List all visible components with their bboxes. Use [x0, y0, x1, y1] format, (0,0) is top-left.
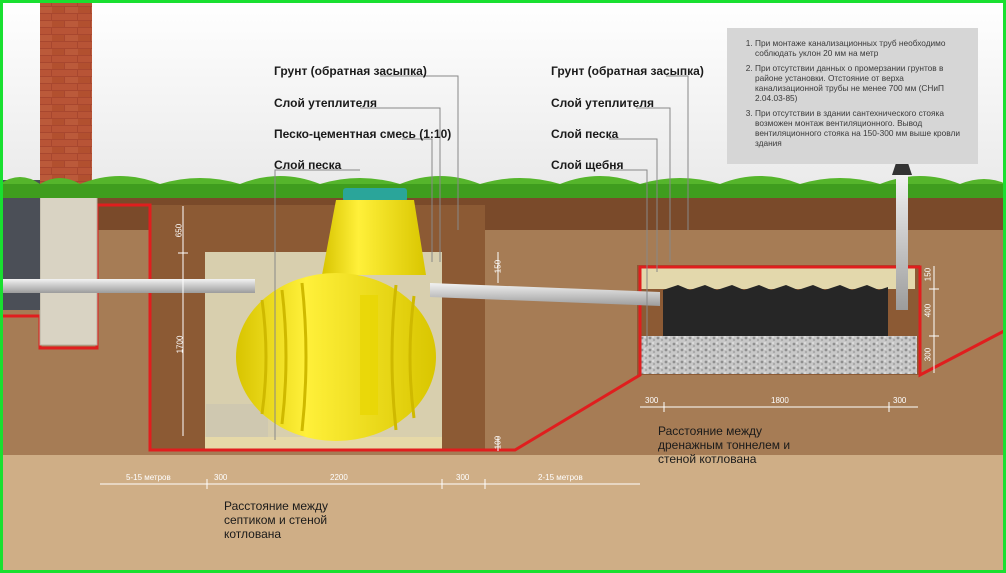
- dim-pipe-depth: 150: [493, 259, 503, 274]
- inlet-pipe: [0, 279, 255, 293]
- dim-pit-top: 650: [174, 223, 184, 238]
- dim-tunnel-top: 150: [923, 267, 933, 282]
- concrete-block: [206, 404, 268, 437]
- note-item: При монтаже канализационных труб необход…: [755, 38, 968, 58]
- dim-tunnel-width: 1800: [771, 396, 789, 405]
- notes-list: При монтаже канализационных труб необход…: [727, 28, 978, 148]
- notes-box: При монтаже канализационных труб необход…: [727, 28, 978, 164]
- tank-center-band: [360, 295, 378, 415]
- vent-pipe: [896, 175, 908, 310]
- foundation-wall: [39, 184, 98, 346]
- dim-distance-tunnel: 2-15 метров: [538, 473, 583, 482]
- dim-tunnel-gap-right: 300: [893, 396, 907, 405]
- grass-strip: [0, 184, 1006, 198]
- excavation-outline: [0, 203, 1006, 452]
- dim-gap-right: 300: [456, 473, 470, 482]
- dim-gravel: 300: [923, 347, 933, 362]
- label-backfill-left: Грунт (обратная засыпка): [274, 64, 427, 78]
- brick-wall: [40, 0, 92, 190]
- caption-tunnel-wall: Расстояние между дренажным тоннелем и ст…: [658, 424, 791, 466]
- tank-body: [236, 273, 436, 441]
- grass-tufts: [0, 176, 1006, 184]
- label-gravel-right: Слой щебня: [551, 158, 624, 172]
- dim-tunnel-gap-left: 300: [645, 396, 659, 405]
- dim-pit-height: 1700: [175, 335, 185, 354]
- outlet-pipe: [430, 283, 660, 306]
- note-item: При отсутствии данных о промерзании грун…: [755, 63, 968, 103]
- dim-tank-width: 2200: [330, 473, 348, 482]
- label-sand-right: Слой песка: [551, 127, 619, 141]
- tunnel-insulation: [640, 267, 915, 289]
- tank-lid: [343, 188, 407, 202]
- dim-tunnel-height: 400: [923, 303, 933, 318]
- tank-neck: [322, 200, 426, 275]
- label-sand-cement-left: Песко-цементная смесь (1:10): [274, 127, 452, 141]
- dim-pit-bottom: 100: [493, 435, 503, 450]
- dimension-lines: [100, 206, 939, 489]
- dim-gap-left: 300: [214, 473, 228, 482]
- gravel-layer: [640, 336, 917, 374]
- label-insulation-right: Слой утеплителя: [551, 96, 654, 110]
- caption-septic-wall: Расстояние между септиком и стеной котло…: [224, 499, 328, 541]
- vent-cap: [892, 163, 912, 175]
- label-sand-left: Слой песка: [274, 158, 342, 172]
- tank-ribs: [260, 282, 416, 432]
- lower-soil: [0, 455, 1006, 573]
- label-backfill-right: Грунт (обратная засыпка): [551, 64, 704, 78]
- dim-distance-house: 5-15 метров: [126, 473, 171, 482]
- sand-layer: [205, 437, 442, 451]
- label-leaders: [274, 75, 689, 440]
- note-item: При отсутствии в здании сантехнического …: [755, 108, 968, 148]
- drainage-tunnel: [663, 285, 888, 336]
- label-insulation-left: Слой утеплителя: [274, 96, 377, 110]
